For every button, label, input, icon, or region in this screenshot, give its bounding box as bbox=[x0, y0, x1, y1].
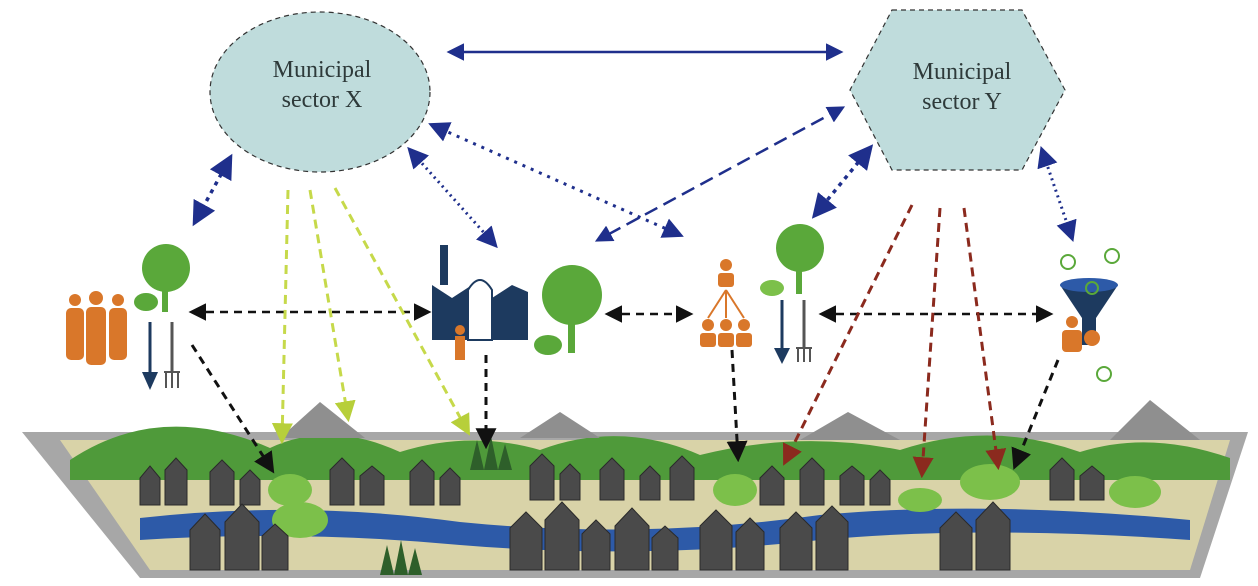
sector-x-label: Municipal sector X bbox=[222, 55, 422, 115]
city-landscape bbox=[22, 400, 1248, 578]
garden-tools-icon bbox=[774, 300, 812, 364]
idea-lightbulb-icon bbox=[1060, 248, 1120, 382]
sector-y-line1: Municipal bbox=[912, 59, 1012, 85]
tree-icon bbox=[134, 244, 190, 312]
factory-icon bbox=[432, 245, 528, 360]
funding-funnel-icon bbox=[1060, 278, 1118, 352]
connections bbox=[188, 43, 1077, 479]
sector-y-label: Municipal sector Y bbox=[862, 57, 1062, 117]
hills bbox=[70, 426, 1230, 480]
organization-hierarchy-icon bbox=[700, 259, 752, 347]
node-sector-x bbox=[209, 11, 431, 173]
mountains bbox=[280, 402, 365, 438]
sector-x-line1: Municipal bbox=[272, 57, 372, 83]
tree-icon bbox=[760, 224, 824, 296]
garden-tools-icon bbox=[142, 322, 180, 390]
node-sector-y bbox=[849, 9, 1066, 171]
sector-y-line2: sector Y bbox=[922, 89, 1002, 115]
tree-icon bbox=[534, 265, 602, 355]
community-group-icon bbox=[66, 291, 127, 365]
sector-x-line2: sector X bbox=[281, 87, 363, 113]
